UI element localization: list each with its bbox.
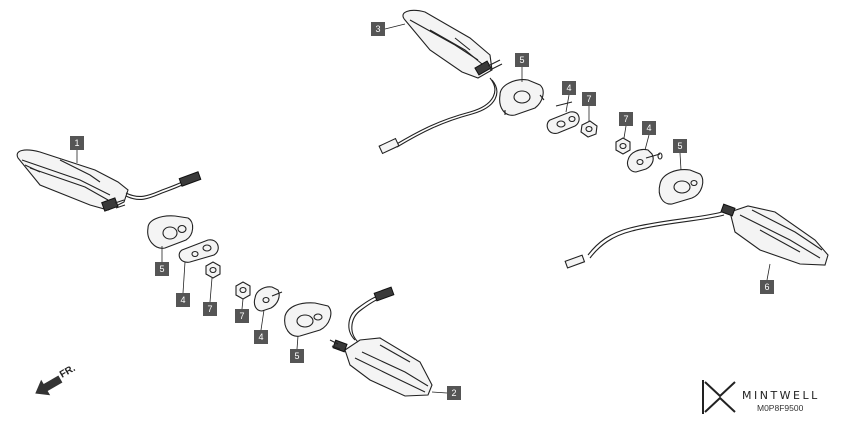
callout-7-bottom: 7 <box>235 298 249 323</box>
plate-part-4-left[interactable] <box>178 239 219 263</box>
svg-text:1: 1 <box>74 138 79 148</box>
brand-block: MINTWELL M0P8F9500 <box>702 380 820 414</box>
turn-signal-part-6[interactable] <box>564 203 829 269</box>
svg-text:7: 7 <box>207 304 212 314</box>
callout-5-right: 5 <box>673 139 687 171</box>
svg-text:5: 5 <box>294 351 299 361</box>
plate-part-4-right[interactable] <box>626 148 663 173</box>
svg-text:3: 3 <box>375 24 380 34</box>
callout-7-left: 7 <box>203 277 217 316</box>
arrow-left-icon <box>35 375 63 396</box>
svg-text:5: 5 <box>159 264 164 274</box>
callout-3: 3 <box>371 22 406 36</box>
svg-text:4: 4 <box>646 123 651 133</box>
svg-text:4: 4 <box>180 295 185 305</box>
rubber-mount-part-5-top[interactable] <box>499 79 545 116</box>
svg-text:7: 7 <box>623 114 628 124</box>
callout-4-right: 4 <box>642 121 656 151</box>
turn-signal-part-1[interactable] <box>16 149 202 212</box>
diagram-code: M0P8F9500 <box>757 403 804 413</box>
callout-1: 1 <box>70 136 84 163</box>
callout-5-left: 5 <box>155 246 169 276</box>
svg-text:7: 7 <box>586 94 591 104</box>
plate-part-4-bottom[interactable] <box>253 286 283 312</box>
direction-label: FR. <box>58 363 78 381</box>
plate-part-4-top[interactable] <box>546 101 580 135</box>
front-direction-indicator: FR. <box>35 363 78 396</box>
callout-5-top: 5 <box>515 53 529 82</box>
callout-4-bottom: 4 <box>254 309 268 344</box>
turn-signal-part-2[interactable] <box>329 286 433 397</box>
nut-part-7-right[interactable] <box>615 137 631 155</box>
callout-6: 6 <box>760 263 774 294</box>
svg-text:4: 4 <box>566 83 571 93</box>
svg-text:2: 2 <box>451 388 456 398</box>
nut-part-7-top[interactable] <box>580 120 598 138</box>
rubber-mount-part-5-right[interactable] <box>658 169 704 205</box>
svg-text:5: 5 <box>677 141 682 151</box>
callout-4-top: 4 <box>562 81 576 113</box>
callout-2: 2 <box>431 386 461 400</box>
svg-text:4: 4 <box>258 332 263 342</box>
svg-text:5: 5 <box>519 55 524 65</box>
rubber-mount-part-5-bottom[interactable] <box>284 302 332 337</box>
svg-text:7: 7 <box>239 311 244 321</box>
mintwell-logo-icon <box>702 380 736 414</box>
nut-part-7-left[interactable] <box>205 261 221 279</box>
callout-4-left: 4 <box>176 261 190 307</box>
brand-name: MINTWELL <box>742 389 820 402</box>
turn-signal-part-3[interactable] <box>378 9 503 155</box>
callout-5-bottom: 5 <box>290 335 304 363</box>
rubber-mount-part-5-left[interactable] <box>147 215 194 249</box>
callout-7-right: 7 <box>619 112 633 139</box>
callout-7-top: 7 <box>582 92 596 121</box>
svg-text:6: 6 <box>764 282 769 292</box>
nut-part-7-bottom[interactable] <box>235 281 251 300</box>
